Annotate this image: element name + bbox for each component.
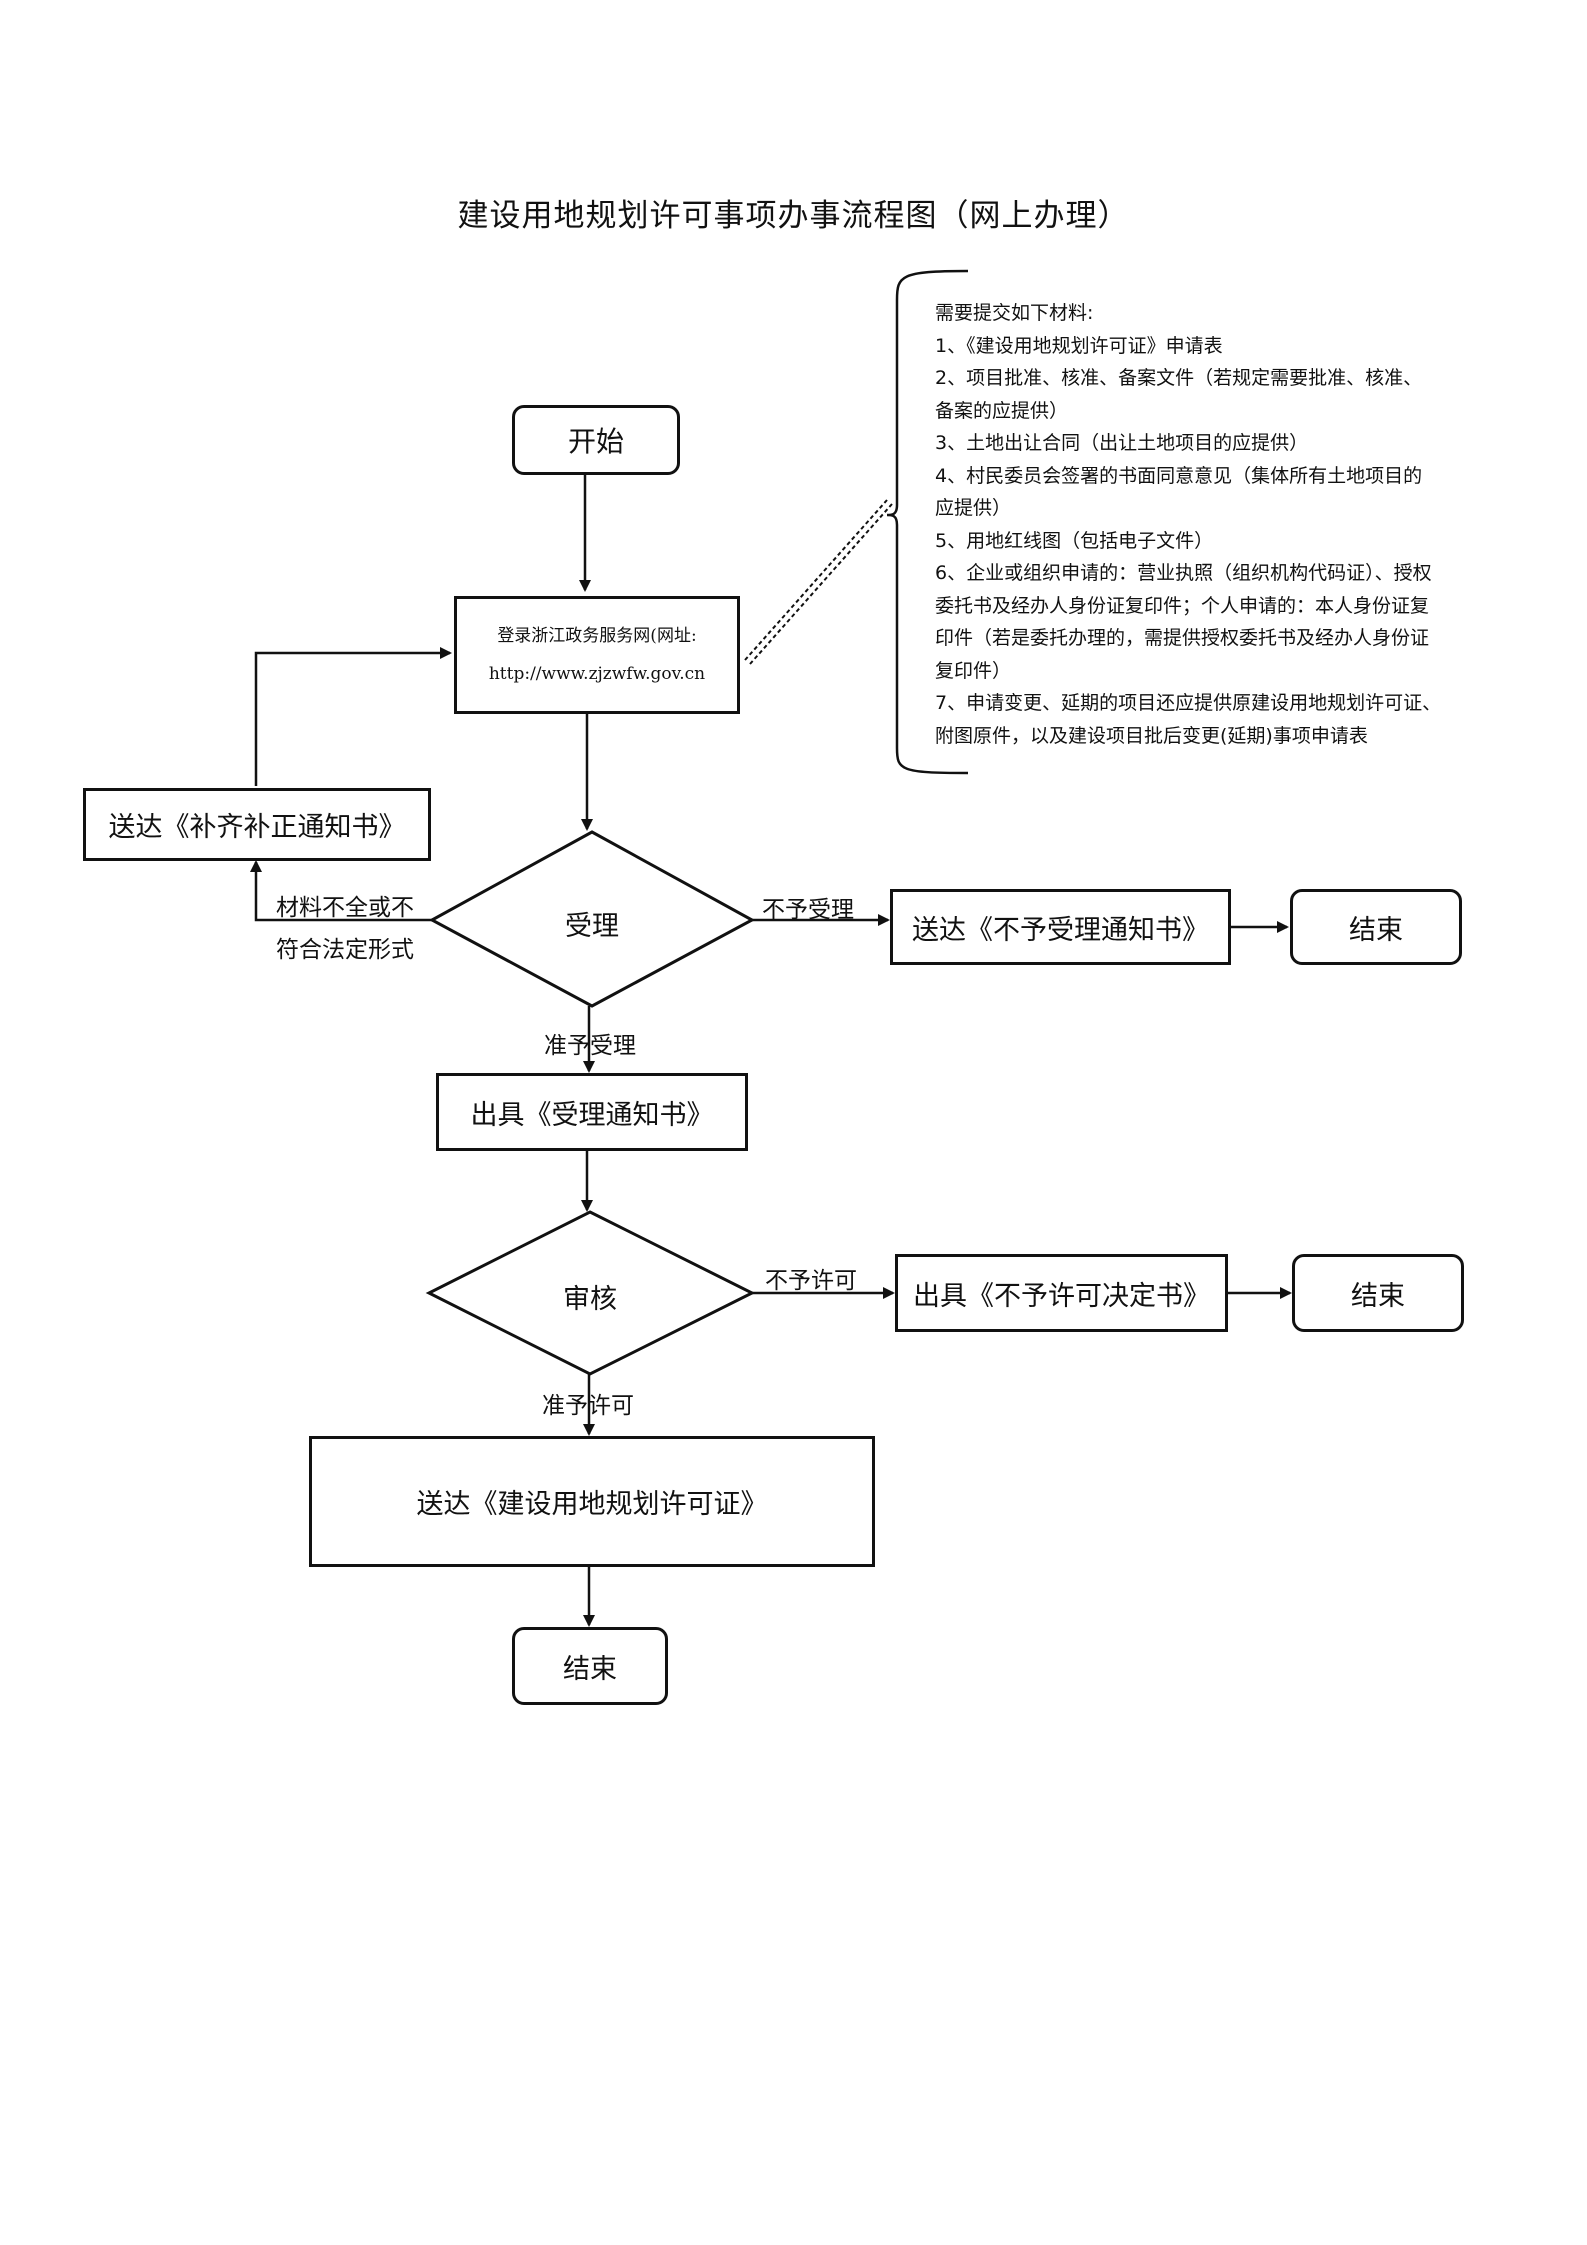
- notes-brace: [886, 269, 969, 775]
- materials-line: 1、《建设用地规划许可证》申请表: [935, 334, 1223, 357]
- review-diamond: [425, 1210, 756, 1376]
- permit-label: 送达《建设用地规划许可证》: [416, 1489, 768, 1520]
- materials-line: 4、村民委员会签署的书面同意意见（集体所有土地项目的: [935, 464, 1423, 487]
- materials-line: 2、项目批准、核准、备案文件（若规定需要批准、核准、: [935, 367, 1423, 389]
- end-label-3: 结束: [563, 1653, 617, 1685]
- edge-label-incomplete-2: 符合法定形式: [276, 937, 414, 963]
- end-node-3: 结束: [512, 1627, 668, 1705]
- end-node-2: 结束: [1292, 1254, 1464, 1332]
- reject-notice-label: 送达《不予受理通知书》: [912, 914, 1209, 946]
- materials-line: 印件（若是委托办理的，需提供授权委托书及经办人身份证: [935, 627, 1430, 649]
- materials-heading: 需要提交如下材料:: [935, 302, 1094, 324]
- supplement-notice-node: 送达《补齐补正通知书》: [83, 788, 431, 861]
- accept-diamond: [428, 830, 756, 1008]
- materials-line: 委托书及经办人身份证复印件；个人申请的：本人身份证复: [935, 594, 1430, 617]
- arrow-supplement-to-login: [254, 647, 452, 786]
- materials-line: 6、企业或组织申请的：营业执照（组织机构代码证）、授权: [935, 562, 1432, 584]
- materials-line: 5、用地红线图（包括电子文件）: [935, 529, 1214, 552]
- end-label-2: 结束: [1351, 1280, 1405, 1312]
- materials-line: 备案的应提供）: [935, 399, 1069, 422]
- materials-notes: 需要提交如下材料: 1、《建设用地规划许可证》申请表 2、项目批准、核准、备案文…: [935, 297, 1465, 752]
- login-label-line1: 登录浙江政务服务网(网址:: [497, 626, 697, 646]
- page-title: 建设用地规划许可事项办事流程图（网上办理）: [457, 198, 1130, 234]
- start-label: 开始: [567, 425, 624, 458]
- materials-line: 应提供）: [935, 497, 1012, 519]
- permit-node: 送达《建设用地规划许可证》: [309, 1436, 875, 1567]
- edge-label-not-permitted: 不予许可: [765, 1268, 857, 1294]
- login-node: 登录浙江政务服务网(网址: http://www.zjzwfw.gov.cn: [454, 596, 740, 714]
- edge-label-permitted: 准予许可: [542, 1393, 634, 1419]
- accept-label: 受理: [565, 911, 619, 942]
- materials-line: 3、土地出让合同（出让土地项目的应提供）: [935, 432, 1309, 454]
- accept-notice-label: 出具《受理通知书》: [470, 1099, 714, 1131]
- start-node: 开始: [512, 405, 680, 475]
- edge-label-not-accepted: 不予受理: [762, 897, 854, 923]
- materials-line: 复印件）: [935, 659, 1012, 682]
- accept-notice-node: 出具《受理通知书》: [436, 1073, 748, 1151]
- reject-notice-node: 送达《不予受理通知书》: [890, 889, 1231, 965]
- end-label-1: 结束: [1349, 914, 1403, 946]
- supplement-notice-label: 送达《补齐补正通知书》: [108, 812, 406, 843]
- materials-line: 附图原件，以及建设项目批后变更(延期)事项申请表: [935, 724, 1368, 747]
- end-node-1: 结束: [1290, 889, 1462, 965]
- edge-label-incomplete-1: 材料不全或不: [276, 895, 414, 921]
- deny-decision-node: 出具《不予许可决定书》: [895, 1254, 1228, 1332]
- edge-label-accepted: 准予受理: [544, 1033, 636, 1059]
- login-label-line2: http://www.zjzwfw.gov.cn: [488, 664, 706, 684]
- materials-line: 7、申请变更、延期的项目还应提供原建设用地规划许可证、: [935, 692, 1442, 714]
- deny-decision-label: 出具《不予许可决定书》: [913, 1280, 1210, 1312]
- dashed-note-connector: [744, 499, 893, 665]
- review-label: 审核: [563, 1284, 617, 1315]
- arrow-accept-to-supplement: [250, 860, 432, 922]
